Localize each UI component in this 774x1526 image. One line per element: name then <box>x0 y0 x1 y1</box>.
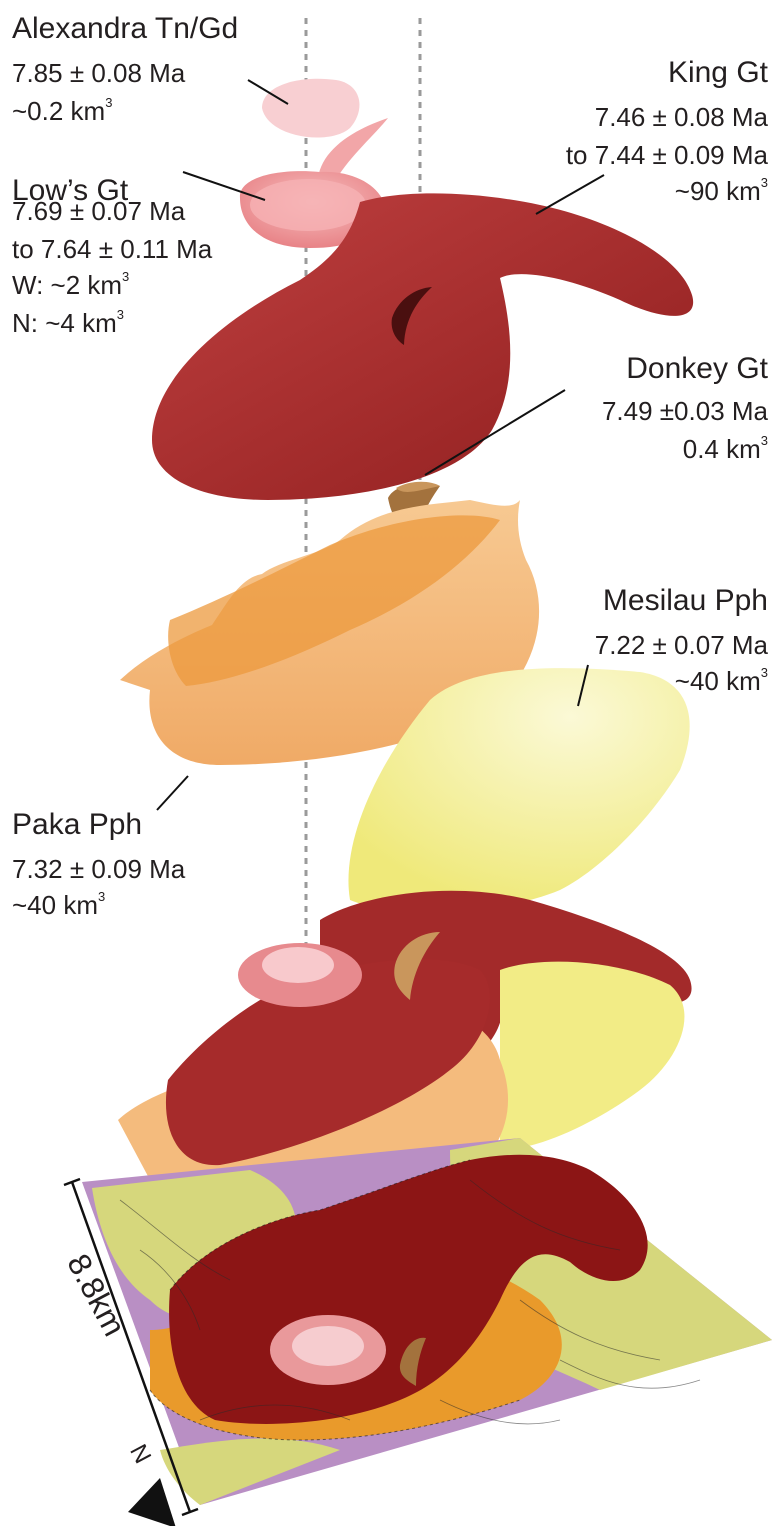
lows-age-2: to 7.64 ± 0.11 Ma <box>12 236 212 262</box>
geologic-map <box>82 1138 772 1505</box>
stack-alexandra <box>262 947 334 983</box>
alexandra-volume: ~0.2 km3 <box>12 98 112 124</box>
king-name: King Gt <box>668 58 768 88</box>
king-age-2: to 7.44 ± 0.09 Ma <box>566 142 768 168</box>
mesilau-age: 7.22 ± 0.07 Ma <box>595 632 768 658</box>
alexandra-age: 7.85 ± 0.08 Ma <box>12 60 185 86</box>
north-arrow-icon <box>128 1478 176 1526</box>
lows-volume-w: W: ~2 km3 <box>12 272 129 298</box>
lows-age-1: 7.69 ± 0.07 Ma <box>12 198 185 224</box>
king-volume: ~90 km3 <box>675 178 768 204</box>
donkey-name: Donkey Gt <box>626 354 768 384</box>
lows-volume-n: N: ~4 km3 <box>12 310 124 336</box>
alexandra-body <box>262 79 359 138</box>
paka-name: Paka Pph <box>12 810 142 840</box>
donkey-age: 7.49 ±0.03 Ma <box>602 398 768 424</box>
lows-inner <box>250 179 366 231</box>
donkey-volume: 0.4 km3 <box>683 436 768 462</box>
alexandra-name: Alexandra Tn/Gd <box>12 14 238 44</box>
king-age-1: 7.46 ± 0.08 Ma <box>595 104 768 130</box>
paka-volume: ~40 km3 <box>12 892 105 918</box>
leader-paka <box>157 776 188 810</box>
king-body <box>152 193 693 500</box>
paka-age: 7.32 ± 0.09 Ma <box>12 856 185 882</box>
stack-mesilau <box>500 962 684 1150</box>
leader-king <box>536 175 604 214</box>
mesilau-name: Mesilau Pph <box>603 586 768 616</box>
mesilau-volume: ~40 km3 <box>675 668 768 694</box>
map-alexandra-zone <box>292 1326 364 1366</box>
